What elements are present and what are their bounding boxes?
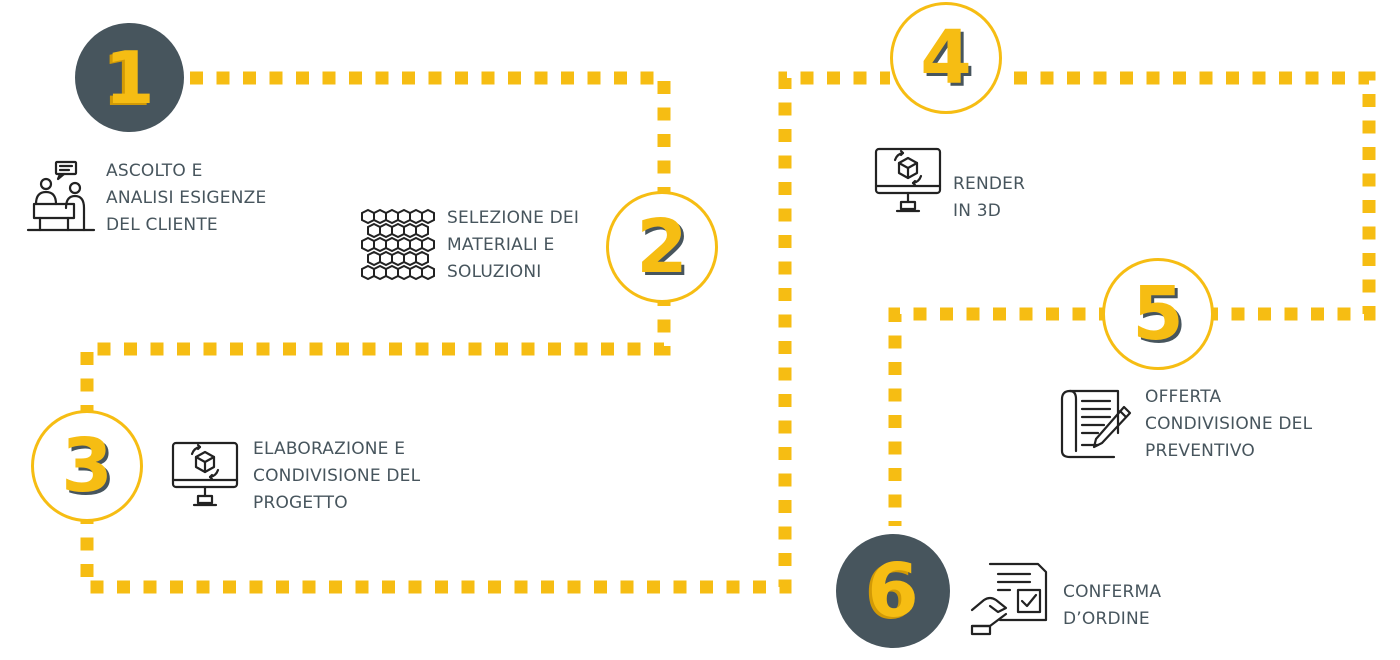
step-5-line-3: PREVENTIVO (1145, 441, 1256, 461)
order-confirm-icon (970, 560, 1050, 636)
step-1-line-3: DEL CLIENTE (106, 215, 218, 235)
step-3-label: ELABORAZIONE E CONDIVISIONE DEL PROGETTO (253, 436, 420, 517)
step-1-line-2: ANALISI ESIGENZE (106, 188, 267, 208)
step-3-number: 3 (61, 423, 113, 509)
step-2-number: 2 (636, 204, 688, 290)
step-3-line-1: ELABORAZIONE E (253, 439, 406, 459)
step-2-label: SELEZIONE DEI MATERIALI E SOLUZIONI (447, 205, 579, 286)
document-pen-icon (1058, 387, 1134, 461)
honeycomb-icon (360, 208, 436, 282)
step-3-line-2: CONDIVISIONE DEL (253, 466, 421, 486)
step-3-line-3: PROGETTO (253, 493, 348, 513)
step-6-label: CONFERMA D’ORDINE (1063, 579, 1161, 633)
step-4-line-1: RENDER (953, 174, 1026, 194)
step-4-number: 4 (920, 15, 972, 101)
step-2-line-3: SOLUZIONI (447, 262, 542, 282)
step-1-label: ASCOLTO E ANALISI ESIGENZE DEL CLIENTE (106, 158, 266, 239)
step-5-number: 5 (1132, 271, 1184, 357)
step-2-line-2: MATERIALI E (447, 235, 555, 255)
step-3-badge: 3 (31, 410, 143, 522)
path-segment-a (80, 71, 890, 594)
step-5-line-2: CONDIVISIONE DEL (1145, 414, 1313, 434)
step-6-badge: 6 (836, 534, 950, 648)
monitor-3d-icon (873, 146, 943, 214)
step-4-line-2: IN 3D (953, 201, 1002, 221)
path-segment-b (888, 71, 1376, 526)
step-4-badge: 4 (890, 2, 1002, 114)
step-1-number: 1 (104, 35, 155, 120)
step-4-label: RENDER IN 3D (953, 171, 1025, 225)
step-1-badge: 1 (75, 23, 184, 132)
step-1-line-1: ASCOLTO E (106, 161, 203, 181)
step-2-line-1: SELEZIONE DEI (447, 208, 580, 228)
meeting-icon (26, 160, 96, 232)
step-5-line-1: OFFERTA (1145, 387, 1222, 407)
step-5-badge: 5 (1102, 258, 1214, 370)
step-5-label: OFFERTA CONDIVISIONE DEL PREVENTIVO (1145, 384, 1312, 465)
monitor-3d-icon (170, 440, 240, 508)
step-6-number: 6 (867, 548, 919, 634)
step-2-badge: 2 (606, 191, 718, 303)
step-6-line-2: D’ORDINE (1063, 609, 1150, 629)
step-6-line-1: CONFERMA (1063, 582, 1162, 602)
